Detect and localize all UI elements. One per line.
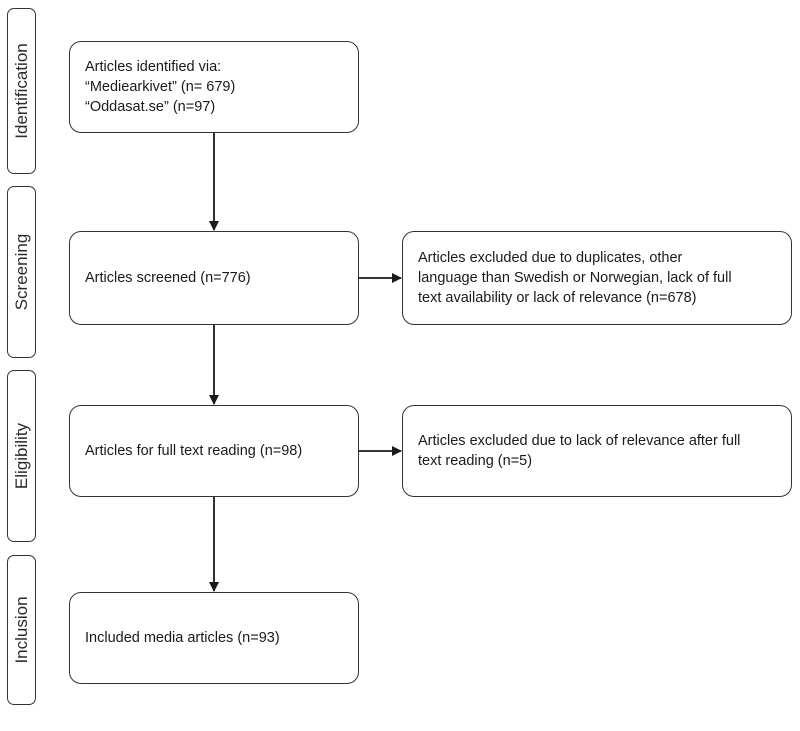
- box-full-text-reading: Articles for full text reading (n=98): [69, 405, 359, 497]
- stage-screening: Screening: [7, 186, 36, 358]
- box-articles-screened-line-1: Articles screened (n=776): [85, 270, 251, 286]
- box-excluded-screening-line-1: Articles excluded due to duplicates, oth…: [418, 250, 683, 266]
- box-articles-identified-line-2: “Mediearkivet” (n= 679): [85, 79, 236, 95]
- box-excluded-screening: Articles excluded due to duplicates, oth…: [402, 231, 792, 325]
- stage-identification: Identification: [7, 8, 36, 174]
- box-articles-identified: Articles identified via: “Mediearkivet” …: [69, 41, 359, 133]
- stage-eligibility: Eligibility: [7, 370, 36, 542]
- box-excluded-screening-line-3: text availability or lack of relevance (…: [418, 290, 697, 306]
- box-included-articles-line-1: Included media articles (n=93): [85, 630, 280, 646]
- box-full-text-reading-line-1: Articles for full text reading (n=98): [85, 443, 303, 459]
- box-articles-identified-line-1: Articles identified via:: [85, 59, 222, 75]
- box-excluded-full-text-line-2: text reading (n=5): [418, 453, 533, 469]
- box-articles-identified-line-3: “Oddasat.se” (n=97): [85, 99, 216, 115]
- box-excluded-full-text-line-1: Articles excluded due to lack of relevan…: [418, 433, 741, 449]
- box-excluded-full-text: Articles excluded due to lack of relevan…: [402, 405, 792, 497]
- box-articles-screened: Articles screened (n=776): [69, 231, 359, 325]
- stage-inclusion: Inclusion: [7, 555, 36, 705]
- box-excluded-screening-line-2: language than Swedish or Norwegian, lack…: [418, 270, 732, 286]
- box-included-articles: Included media articles (n=93): [69, 592, 359, 684]
